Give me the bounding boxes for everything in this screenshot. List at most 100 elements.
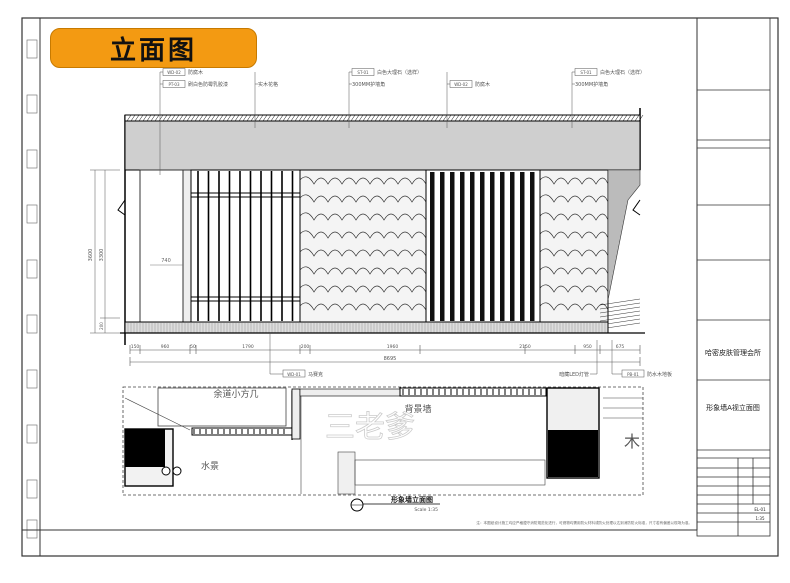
hatch-line: [266, 114, 272, 122]
callout-code-box: [162, 80, 186, 88]
hatch-line: [342, 114, 348, 122]
step-line: [599, 302, 641, 310]
hatch-line: [454, 114, 460, 122]
hatch-line: [370, 114, 376, 122]
callout-text: 防水木地板: [647, 371, 672, 378]
hatch-line: [510, 114, 516, 122]
dimension-label: 2150: [519, 344, 531, 350]
hatch-line: [246, 114, 252, 122]
callout-code-box: [449, 80, 473, 88]
hatch-line: [222, 114, 228, 122]
hatch-line: [638, 114, 644, 122]
hatch-line: [170, 114, 176, 122]
hatch-line: [562, 114, 568, 122]
hatch-line: [178, 114, 184, 122]
hatch-line: [258, 114, 264, 122]
dimension-left-base: 200: [99, 322, 104, 330]
dimension-left: [90, 169, 120, 334]
hatch-line: [610, 114, 616, 122]
hatch-line: [498, 114, 504, 122]
hatch-line: [234, 114, 240, 122]
dimension-label: 1790: [242, 344, 254, 350]
hatch-line: [430, 114, 436, 122]
hatch-line: [306, 114, 312, 122]
hatch-line: [314, 114, 320, 122]
hatch-line: [286, 114, 292, 122]
hatch-line: [334, 114, 340, 122]
hatch-line: [530, 114, 536, 122]
hatch-line: [410, 114, 416, 122]
marble-vein: [539, 194, 609, 203]
callout-code: WD-01: [287, 372, 301, 377]
hatch-line: [474, 114, 480, 122]
hatch-line: [506, 114, 512, 122]
hatch-line: [230, 114, 236, 122]
hatch-line: [274, 114, 280, 122]
stripe-bar: [500, 172, 505, 321]
hatch-line: [278, 114, 284, 122]
stripe-bar: [460, 172, 465, 321]
hatch-line: [338, 114, 344, 122]
hatch-line: [282, 114, 288, 122]
callout-text: 防腐木: [475, 81, 490, 88]
hatch-line: [130, 114, 136, 122]
hatch-line: [310, 114, 316, 122]
callout-code-box: [162, 68, 186, 76]
marble-vein: [299, 266, 427, 275]
step-line: [599, 306, 641, 314]
hatch-line: [514, 114, 520, 122]
elevation-drawing: 740: [117, 108, 645, 345]
callout-text: 300MM护墙角: [575, 81, 608, 88]
hatch-line: [394, 114, 400, 122]
hatch-line: [126, 114, 132, 122]
hatch-line: [570, 114, 576, 122]
hatch-line: [166, 114, 172, 122]
hatch-line: [566, 114, 572, 122]
sheet-border: [21, 17, 779, 557]
hatch-line: [350, 114, 356, 122]
hatch-line: [206, 114, 212, 122]
stripe-bar: [430, 172, 435, 321]
hatch-line: [502, 114, 508, 122]
hatch-line: [398, 114, 404, 122]
callout-code: WD-02: [167, 70, 181, 75]
stripe-bar: [490, 172, 495, 321]
callout-code: ST-01: [357, 70, 369, 75]
dimension-label: 950: [583, 344, 592, 350]
hatch-line: [550, 114, 556, 122]
hatch-line: [402, 114, 408, 122]
callout-code: PB-01: [627, 372, 639, 377]
plan-label-feature-wall: 背景墙: [404, 403, 431, 415]
hatch-line: [194, 114, 200, 122]
hatch-line: [418, 114, 424, 122]
hatch-line: [634, 114, 640, 122]
hatch-line: [362, 114, 368, 122]
hatch-line: [326, 114, 332, 122]
hatch-line: [522, 114, 528, 122]
callout-text: 暗藏LED灯管: [559, 371, 589, 378]
hatch-line: [238, 114, 244, 122]
hatch-line: [290, 114, 296, 122]
hatch-line: [250, 114, 256, 122]
hatch-line: [494, 114, 500, 122]
hatch-line: [158, 114, 164, 122]
stripe-bar: [440, 172, 445, 321]
drawing-note: 注：本图纸设计施工均应严格遵守消防规范化进行，可燃物均需用防火材料或防火处理以达…: [476, 520, 692, 525]
hatch-line: [142, 114, 148, 122]
callout-text: 白色大理石（选样）: [377, 69, 422, 76]
marble-vein: [299, 284, 427, 293]
hatch-line: [618, 114, 624, 122]
dimension-label: 200: [301, 344, 310, 350]
hatch-line: [202, 114, 208, 122]
ceiling-band: [124, 120, 641, 171]
marble-vein: [299, 194, 427, 203]
callout-text: 300MM护墙角: [352, 81, 385, 88]
callouts-bottom: [269, 333, 645, 378]
hatch-line: [174, 114, 180, 122]
hatch-line: [542, 114, 548, 122]
dimension-left-wall: 3300: [99, 249, 105, 262]
hatch-line: [254, 114, 260, 122]
stripe-bar: [470, 172, 475, 321]
hatch-line: [302, 114, 308, 122]
callout-text: 防腐木: [188, 69, 203, 76]
